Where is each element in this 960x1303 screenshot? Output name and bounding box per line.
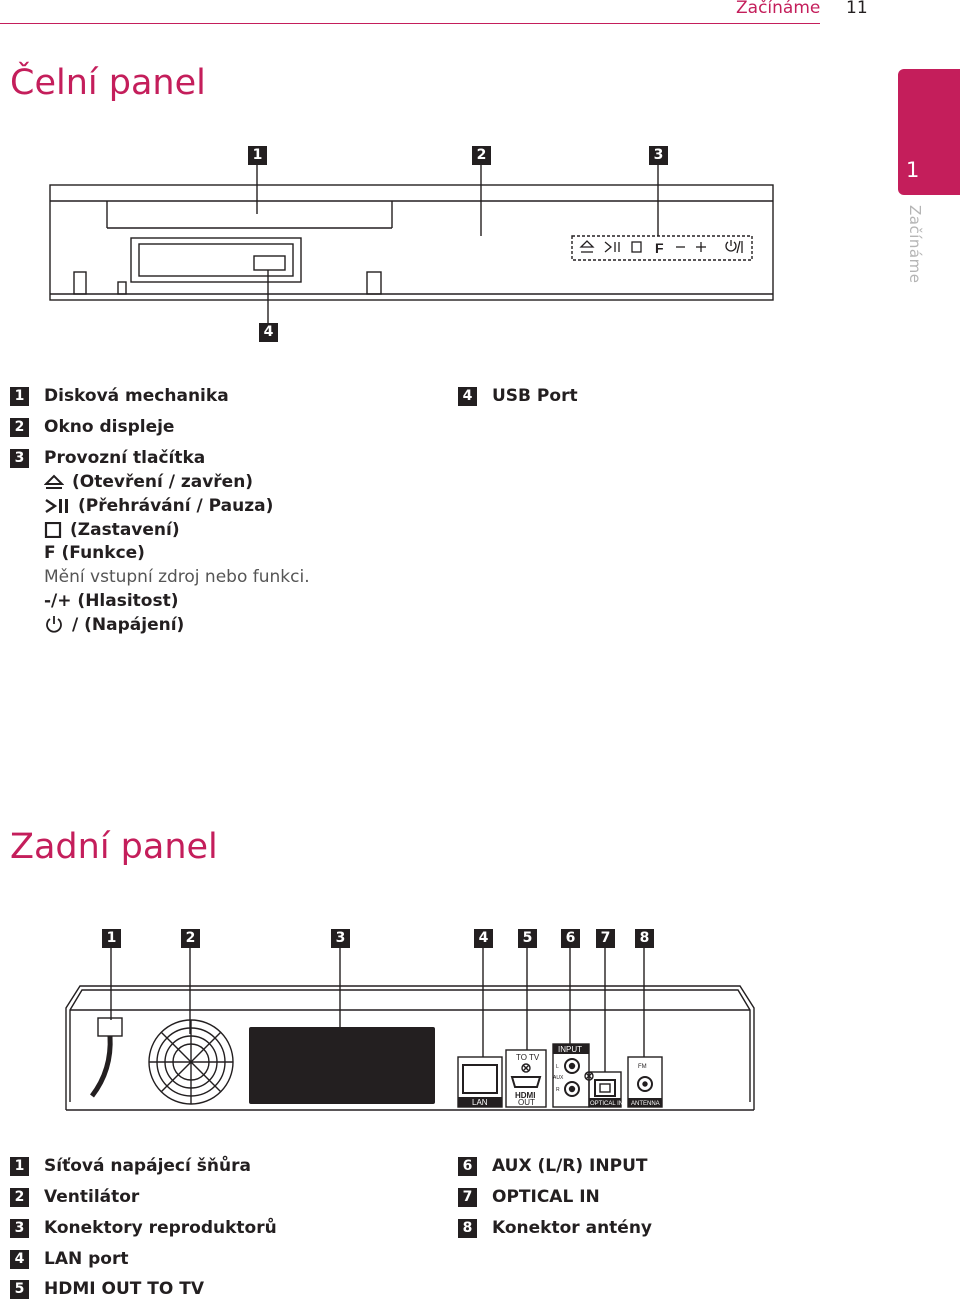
rear-callout-6: 6 [561, 929, 580, 948]
front-chassis [49, 184, 774, 301]
usb-port-shape [253, 255, 286, 271]
sub-play-pause: (Přehrávání / Pauza) [44, 496, 273, 516]
label-l: L [556, 1064, 559, 1070]
aux-r-jack [564, 1081, 580, 1097]
chapter-tab [898, 69, 960, 195]
label-fm: FM [638, 1064, 647, 1070]
power-icon [46, 616, 62, 633]
label-input: INPUT [558, 1045, 582, 1054]
label-hdmi: HDMI [515, 1091, 535, 1100]
label-aux: AUX [553, 1075, 564, 1081]
rear-callout-2: 2 [181, 929, 200, 948]
rear-panel-title: Zadní panel [10, 827, 218, 867]
label-antenna: ANTENNA [631, 1101, 660, 1107]
label-r: R [556, 1087, 560, 1093]
rear-callout-4: 4 [474, 929, 493, 948]
sub-power: / (Napájení) [44, 615, 184, 635]
rear-callout-1: 1 [102, 929, 121, 948]
hdmi-frame [505, 1049, 547, 1108]
front-stop-icon [631, 241, 642, 253]
sub-eject: (Otevření / zavřen) [44, 472, 253, 492]
display-window [130, 237, 302, 283]
antenna-jack [637, 1076, 653, 1092]
power-cord [90, 1035, 113, 1098]
rear-callout-8: 8 [635, 929, 654, 948]
front-play-pause-icon [604, 241, 613, 253]
label-out: OUT [518, 1098, 535, 1107]
stop-icon [44, 522, 62, 538]
power-cord-socket [97, 1017, 123, 1037]
front-callout-3: 3 [649, 146, 668, 165]
front-callout-1: 1 [248, 146, 267, 165]
sub-function-desc: Mění vstupní zdroj nebo funkci. [44, 567, 310, 587]
rear-callout-7: 7 [596, 929, 615, 948]
front-power-icon [725, 241, 737, 252]
label-optical-in: OPTICAL IN [590, 1101, 623, 1107]
running-header-section: Začínáme [736, 0, 821, 18]
front-panel-title: Čelní panel [10, 63, 206, 103]
speaker-terminals [249, 1027, 435, 1104]
fan-grille [148, 1019, 234, 1105]
front-callout-2: 2 [472, 146, 491, 165]
optical-port [594, 1079, 616, 1097]
label-to-tv: TO TV [516, 1053, 540, 1062]
chapter-tab-number: 1 [906, 158, 920, 182]
front-eject-icon [579, 240, 595, 248]
play-pause-icon [45, 499, 68, 513]
eject-icon [44, 474, 64, 489]
header-rule [0, 23, 820, 24]
rear-callout-3: 3 [331, 929, 350, 948]
sub-volume: -/+ (Hlasitost) [44, 591, 179, 611]
rear-panel-diagram: TO TV HDMI OUT LAN INPUT L AUX R OPTICAL… [65, 947, 755, 1111]
lan-port [462, 1064, 498, 1094]
front-callout-4: 4 [259, 323, 278, 342]
rear-chassis [65, 985, 755, 1102]
front-panel-diagram: F [49, 165, 774, 323]
label-lan: LAN [472, 1098, 488, 1107]
front-f-button: F [655, 240, 664, 256]
hdmi-port [510, 1076, 542, 1088]
rear-callout-5: 5 [518, 929, 537, 948]
page-number: 11 [846, 0, 868, 18]
sub-function: F (Funkce) [44, 543, 145, 563]
sub-stop: (Zastavení) [44, 520, 180, 540]
aux-l-jack [564, 1058, 580, 1074]
chapter-tab-label: Začínáme [906, 205, 924, 284]
